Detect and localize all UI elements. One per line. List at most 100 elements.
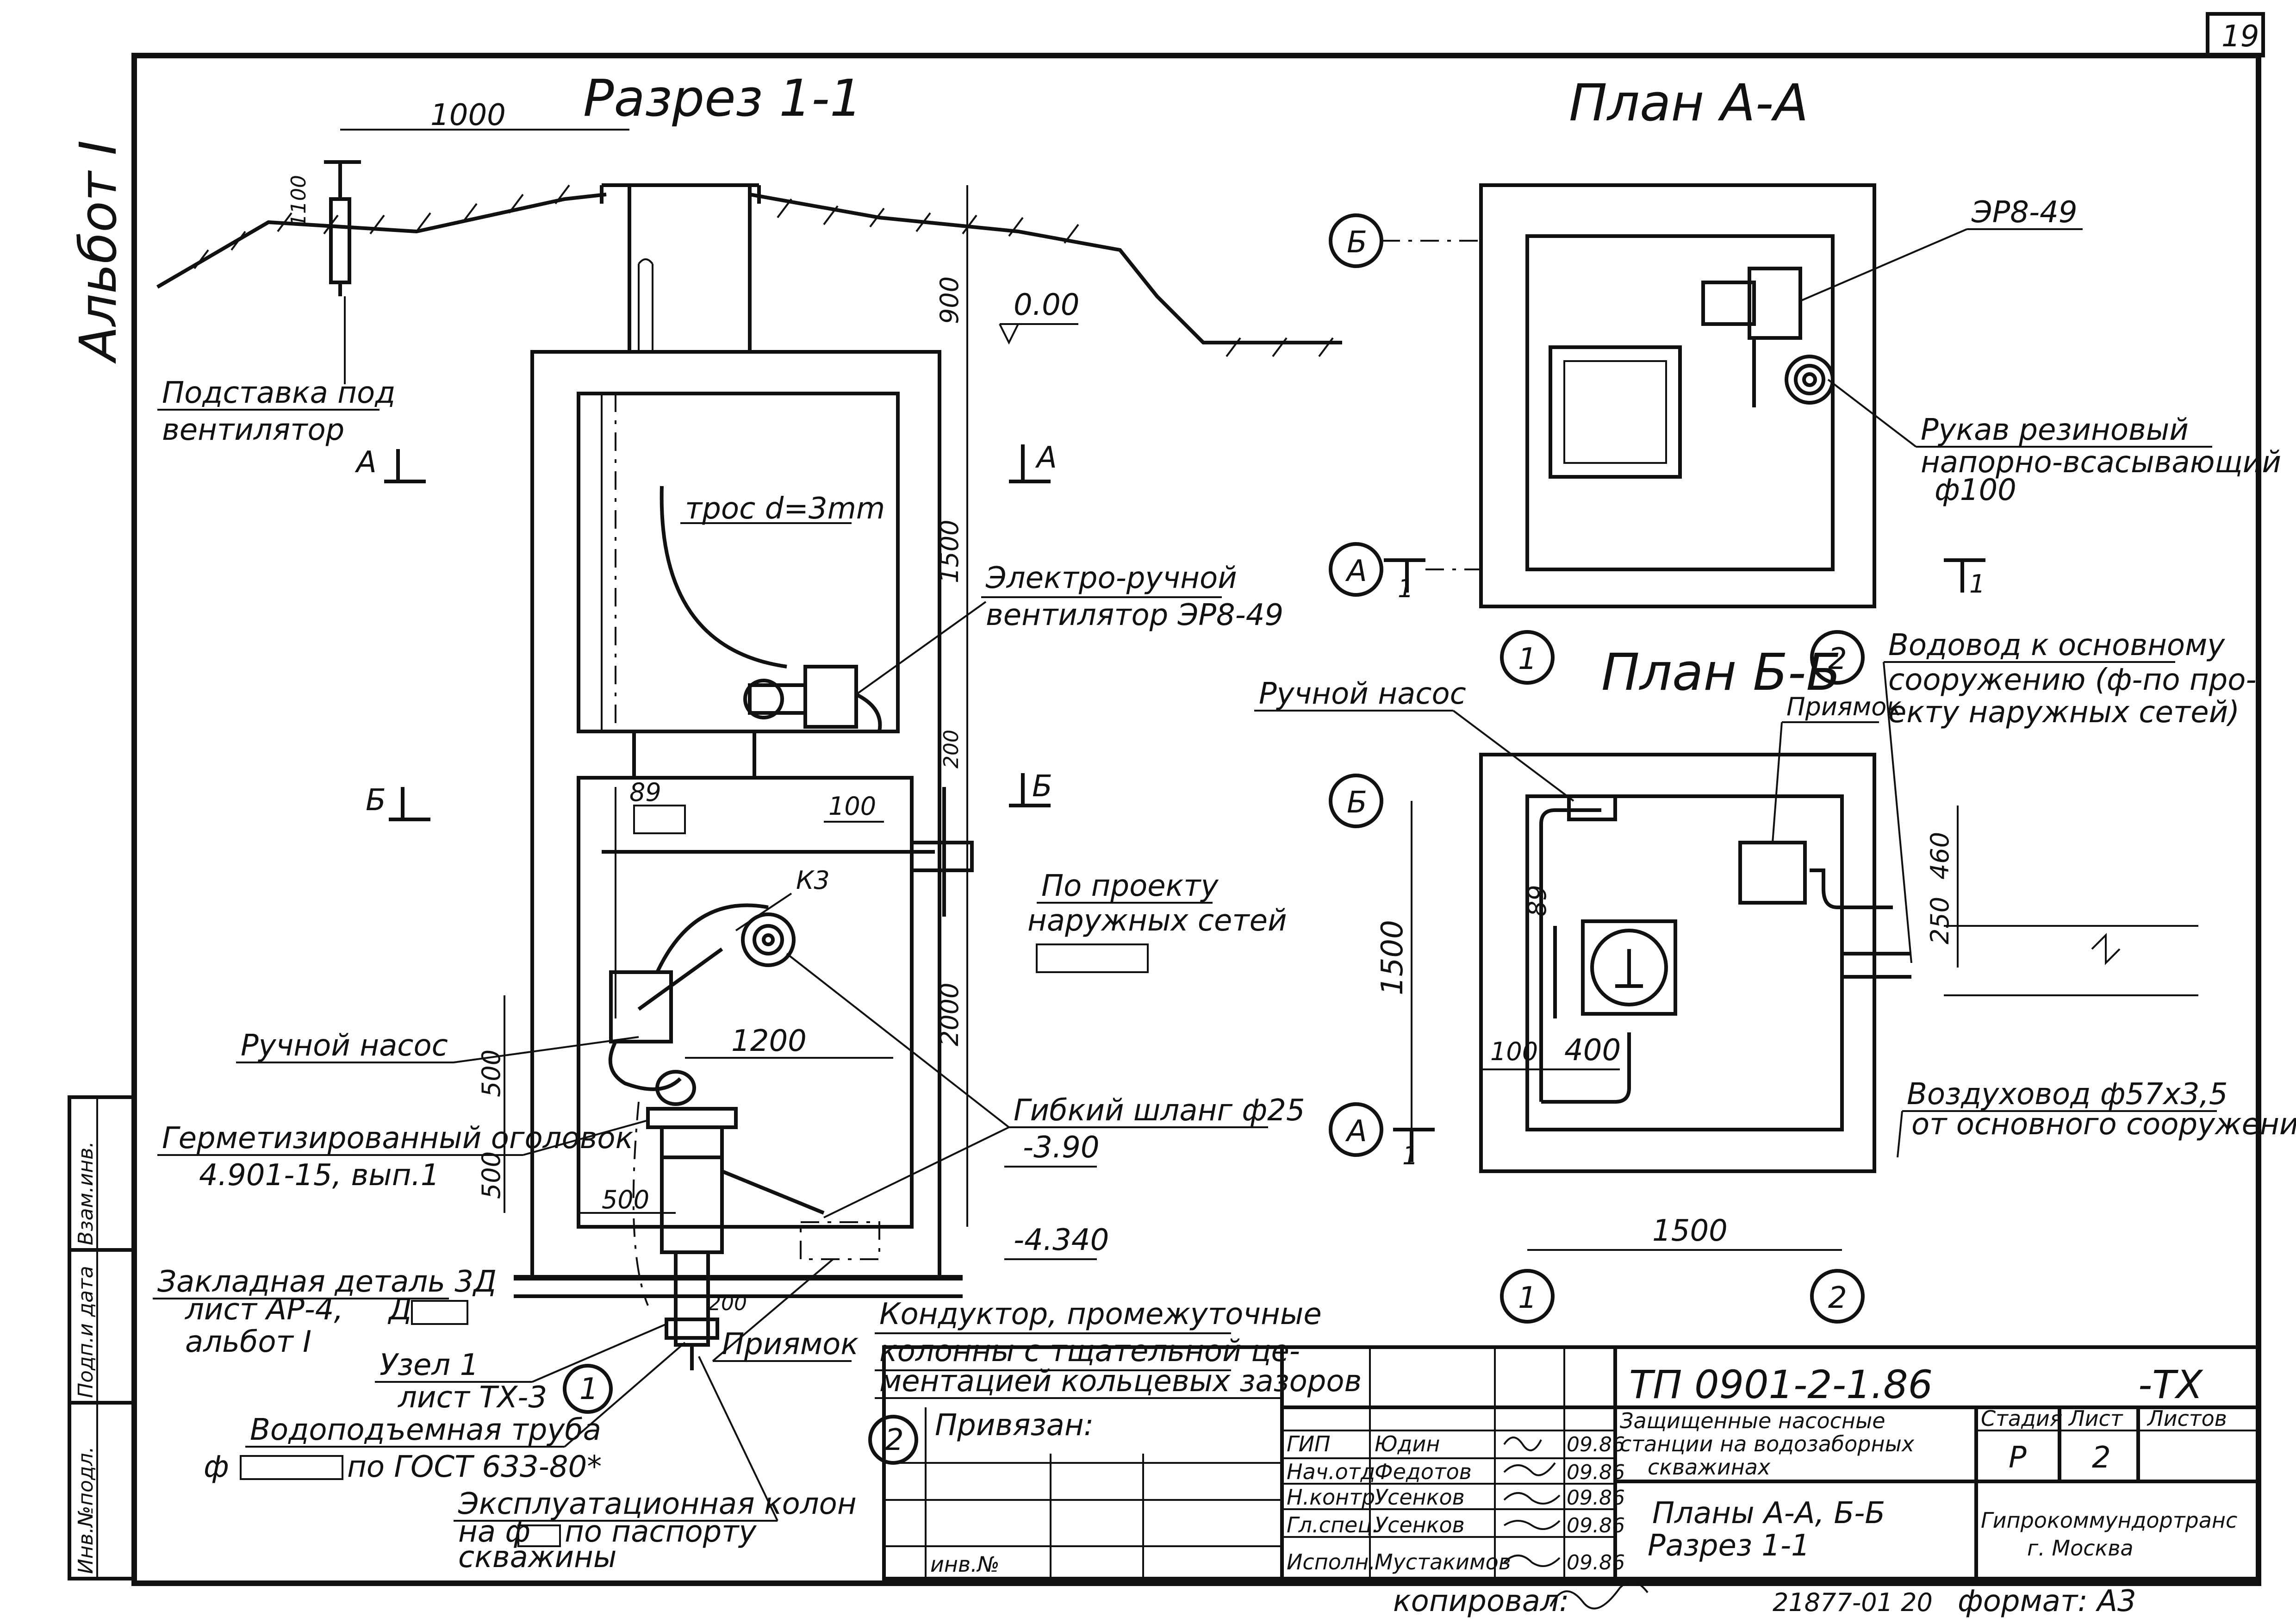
object-3: скважинах (1648, 1455, 1771, 1480)
mark-b-right: Б (1032, 769, 1052, 804)
plan-a-a: План А-А Б А 1 1 2 1 ЭР8-49 Рукав резино… (1329, 73, 2281, 685)
cable-label: трос d=3mm (685, 492, 885, 526)
svg-text:1: 1 (1402, 1141, 1418, 1170)
title-block: Привязан: инв.№ ТП 0901-2-1.86 -ТХ Защищ… (882, 1345, 2260, 1580)
svg-text:1: 1 (1518, 642, 1537, 676)
stage-header: Стадия (1981, 1406, 2062, 1431)
axis-1-bubble-2 (1500, 1269, 1555, 1324)
lower-chamber (577, 776, 914, 1229)
signatures (1503, 1437, 1649, 1610)
riser-label-2: ф (204, 1450, 229, 1484)
elev-4340: -4.340 (1014, 1223, 1109, 1257)
column-label-4: скважины (458, 1540, 616, 1574)
name-0: Юдин (1375, 1431, 1440, 1456)
svg-text:Б: Б (1347, 786, 1367, 820)
axis-1-bubble (1500, 630, 1555, 685)
riser-label-3: по ГОСТ 633-80* (347, 1450, 602, 1484)
plan-hand-pump-label: Ручной насос (1259, 677, 1466, 711)
dim-200: 200 (940, 730, 963, 768)
ground-line-right (749, 193, 1342, 344)
date-3: 09.86 (1567, 1514, 1625, 1537)
embed-label-3: альбот I (185, 1325, 311, 1359)
flex-hose-label: Гибкий шланг ф25 (1014, 1093, 1305, 1128)
dim-89: 89 (629, 778, 661, 807)
column-label-1: Эксплуатационная колон (458, 1487, 857, 1521)
sealed-head-label-1: Герметизированный оголовок (162, 1121, 634, 1156)
svg-text:2: 2 (885, 1423, 904, 1457)
svg-text:2: 2 (1828, 1281, 1847, 1315)
dim-200-b: 200 (708, 1292, 747, 1315)
hand-pump-section (608, 903, 796, 1091)
mark-a-right: А (1035, 441, 1057, 475)
inv-no: инв.№ (930, 1552, 1000, 1577)
hose-label-2: напорно-всасывающий (1921, 445, 2281, 480)
section-title: Разрез 1-1 (583, 69, 862, 128)
date-2: 09.86 (1567, 1486, 1625, 1510)
role-3: Гл.спец. (1287, 1512, 1379, 1537)
dim-2000: 2000 (935, 983, 964, 1046)
section-1-1: Разрез 1-1 1000 1100 Подставка под венти… (153, 69, 1362, 1574)
sheet-number-box (2206, 12, 2265, 57)
svg-text:А: А (1345, 1114, 1367, 1149)
dim-1500-h: 1500 (1652, 1214, 1728, 1248)
hose-label-3: ф100 (1935, 473, 2016, 507)
role-4: Исполн. (1287, 1549, 1375, 1574)
side-stamp-inv: Инв.№подл. (74, 1446, 98, 1574)
side-stamp-sign: Подп.и дата (74, 1266, 98, 1398)
svg-text:1: 1 (1398, 574, 1413, 603)
name-1: Федотов (1375, 1459, 1472, 1484)
column-label-3: по паспорту (565, 1515, 757, 1549)
axis-2-bubble-2 (1810, 1269, 1865, 1324)
side-stamp-replace: Взам.инв. (74, 1141, 98, 1245)
fan-label-1: Электро-ручной (985, 561, 1237, 595)
album-label: Альбот I (68, 140, 128, 364)
axis-a-bubble (1329, 542, 1383, 597)
ground-line-left (156, 193, 607, 289)
dim-400-plan: 400 (1564, 1033, 1621, 1068)
er8-label: ЭР8-49 (1971, 195, 2078, 230)
node-label-1: Узел 1 (380, 1348, 479, 1382)
copied-label: копировал: (1393, 1584, 1569, 1618)
per-project-2: наружных сетей (1027, 904, 1287, 938)
role-2: Н.контр (1287, 1485, 1375, 1510)
callout-1 (563, 1364, 613, 1414)
sealed-head (632, 1070, 738, 1370)
svg-text:Б: Б (1347, 225, 1367, 260)
plan-b-b: План Б-Б Б А 1 1 2 1500 1500 (1254, 628, 2296, 1324)
dim-250: 250 (1925, 897, 1954, 944)
role-0: ГИП (1287, 1431, 1331, 1456)
sheets-header: Листов (2147, 1406, 2227, 1431)
upper-chamber (577, 392, 900, 733)
order-number: 21877-01 20 (1773, 1588, 1933, 1617)
dim-500-c: 500 (602, 1185, 649, 1214)
sheet-value: 2 (2092, 1441, 2111, 1475)
fan-label-2: вентилятор ЭР8-49 (986, 598, 1283, 632)
dim-460: 460 (1925, 832, 1954, 880)
hose-label-1: Рукав резиновый (1921, 413, 2189, 447)
dim-1500-v: 1500 (1375, 920, 1410, 995)
water-label-3: екту наружных сетей) (1888, 695, 2240, 730)
dim-900: 900 (935, 276, 964, 324)
riser-label-1: Водоподъемная труба (250, 1413, 601, 1447)
vent-stand-label-1: Подставка под (162, 376, 395, 410)
plan-a-title: План А-А (1569, 73, 1809, 132)
vent-stand (324, 160, 361, 296)
dim-500-b: 500 (477, 1151, 506, 1199)
per-project-1: По проекту (1041, 869, 1219, 903)
dim-89-plan: 89 (1523, 885, 1552, 917)
air-label-1: Воздуховод ф57х3,5 (1907, 1077, 2228, 1112)
mark-a-left: А (355, 445, 377, 480)
embed-label-d: Д (387, 1293, 412, 1327)
svg-text:1: 1 (1518, 1281, 1537, 1315)
format-label: формат: А3 (1958, 1584, 2136, 1618)
elev-390: -3.90 (1023, 1131, 1100, 1165)
water-label-1: Водовод к основному (1888, 628, 2225, 662)
svg-text:А: А (1345, 554, 1367, 588)
embed-label-2: лист АР-4, (184, 1293, 343, 1327)
org-2: г. Москва (2027, 1536, 2134, 1561)
sheet-number: 19 (2221, 19, 2259, 54)
object-2: станции на водозаборных (1620, 1431, 1915, 1456)
date-4: 09.86 (1567, 1551, 1625, 1574)
attached-label: Привязан: (935, 1408, 1094, 1443)
